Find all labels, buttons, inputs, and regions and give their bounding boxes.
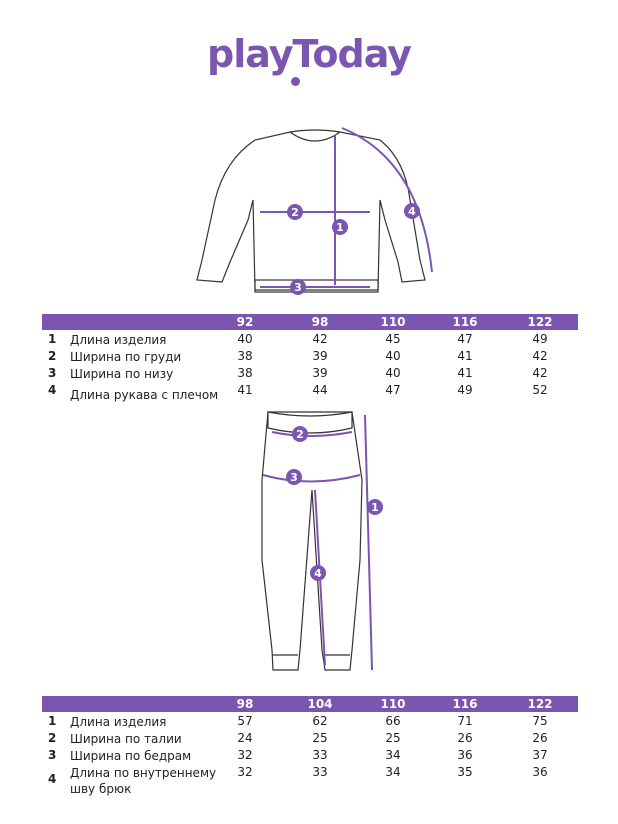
cell-value: 71: [457, 714, 473, 728]
size-header: 98: [236, 697, 254, 711]
cell-value: 32: [237, 748, 253, 762]
brand-logo: playToday: [207, 32, 412, 76]
row-label: Ширина по груди: [70, 350, 182, 364]
row-number: 1: [48, 714, 57, 728]
size-header: 92: [236, 315, 254, 329]
table-row: 4 Длина по внутреннему шву брюк 32 33 34 35 36: [42, 763, 578, 797]
table-row: 2 Ширина по талии 24 25 25 26 26: [42, 729, 578, 746]
cell-value: 36: [457, 748, 473, 762]
cell-value: 42: [532, 349, 548, 363]
cell-value: 41: [457, 349, 473, 363]
cell-value: 33: [312, 765, 328, 779]
cell-value: 45: [385, 332, 401, 346]
row-number: 2: [48, 349, 57, 363]
size-header: 116: [452, 697, 478, 711]
size-header: 122: [527, 315, 553, 329]
cell-value: 26: [532, 731, 548, 745]
marker-label: 1: [371, 501, 379, 514]
cell-value: 36: [532, 765, 548, 779]
row-label: Длина изделия: [70, 333, 167, 347]
marker-2: [287, 204, 303, 220]
size-header: 104: [307, 697, 333, 711]
cell-value: 44: [312, 383, 328, 397]
row-label: Ширина по низу: [70, 367, 174, 381]
cell-value: 38: [237, 349, 253, 363]
marker-label: 1: [336, 221, 344, 234]
marker-label: 4: [408, 205, 416, 218]
row-number: 3: [48, 366, 57, 380]
cell-value: 40: [385, 366, 401, 380]
cell-value: 66: [385, 714, 401, 728]
row-label: Длина изделия: [70, 715, 167, 729]
marker-label: 4: [314, 567, 322, 580]
size-header: 110: [380, 697, 406, 711]
cell-value: 25: [385, 731, 401, 745]
table-row: 1 Длина изделия 57 62 66 71 75: [42, 712, 578, 729]
size-header: 116: [452, 315, 478, 329]
bottom-size-table: 98 104 110 116 122 1 Длина изделия 57 62 66 7…: [42, 696, 578, 797]
marker-label: 3: [290, 471, 298, 484]
cell-value: 57: [237, 714, 253, 728]
row-label: Ширина по талии: [70, 732, 182, 746]
table-row: 4 Длина рукава с плечом 41 44 47 49 52: [42, 381, 578, 402]
marker-1: [332, 219, 348, 235]
size-header: 110: [380, 315, 406, 329]
table-header: 92 98 110 116 122: [42, 314, 578, 330]
cell-value: 26: [457, 731, 473, 745]
cell-value: 25: [312, 731, 328, 745]
row-label: Ширина по бедрам: [70, 749, 192, 763]
cell-value: 39: [312, 349, 328, 363]
cell-value: 42: [312, 332, 328, 346]
cell-value: 33: [312, 748, 328, 762]
table-header: 98 104 110 116 122: [42, 696, 578, 712]
marker-4: [404, 203, 420, 219]
cell-value: 34: [385, 748, 401, 762]
cell-value: 42: [532, 366, 548, 380]
cell-value: 52: [532, 383, 548, 397]
cell-value: 41: [457, 366, 473, 380]
cell-value: 34: [385, 765, 401, 779]
table-row: 3 Ширина по низу 38 39 40 41 42: [42, 364, 578, 381]
row-number: 4: [48, 772, 57, 786]
marker-label: 3: [294, 281, 302, 294]
cell-value: 41: [237, 383, 253, 397]
sweatshirt-diagram: 2 1 3 4: [196, 127, 433, 295]
row-number: 1: [48, 332, 57, 346]
cell-value: 49: [457, 383, 473, 397]
row-number: 3: [48, 748, 57, 762]
table-row: 1 Длина изделия 40 42 45 47 49: [42, 330, 578, 347]
pants-diagram: 2 3 4 1: [261, 411, 383, 671]
cell-value: 75: [532, 714, 548, 728]
marker-3: [290, 279, 306, 295]
marker-label: 2: [296, 428, 304, 441]
row-number: 4: [48, 383, 57, 397]
size-header: 122: [527, 697, 553, 711]
cell-value: 32: [237, 765, 253, 779]
cell-value: 35: [457, 765, 473, 779]
cell-value: 39: [312, 366, 328, 380]
cell-value: 24: [237, 731, 253, 745]
marker-label: 2: [291, 206, 299, 219]
table-row: 3 Ширина по бедрам 32 33 34 36 37: [42, 746, 578, 763]
cell-value: 38: [237, 366, 253, 380]
cell-value: 37: [532, 748, 548, 762]
table-row: 2 Ширина по груди 38 39 40 41 42: [42, 347, 578, 364]
row-label: Длина рукава с плечом: [70, 388, 219, 402]
row-label: Длина по внутреннему шву брюк: [70, 766, 217, 796]
cell-value: 47: [457, 332, 473, 346]
cell-value: 49: [532, 332, 548, 346]
cell-value: 47: [385, 383, 401, 397]
cell-value: 40: [237, 332, 253, 346]
cell-value: 62: [312, 714, 328, 728]
cell-value: 40: [385, 349, 401, 363]
logo-dot: [291, 77, 300, 86]
row-number: 2: [48, 731, 57, 745]
size-header: 98: [311, 315, 329, 329]
